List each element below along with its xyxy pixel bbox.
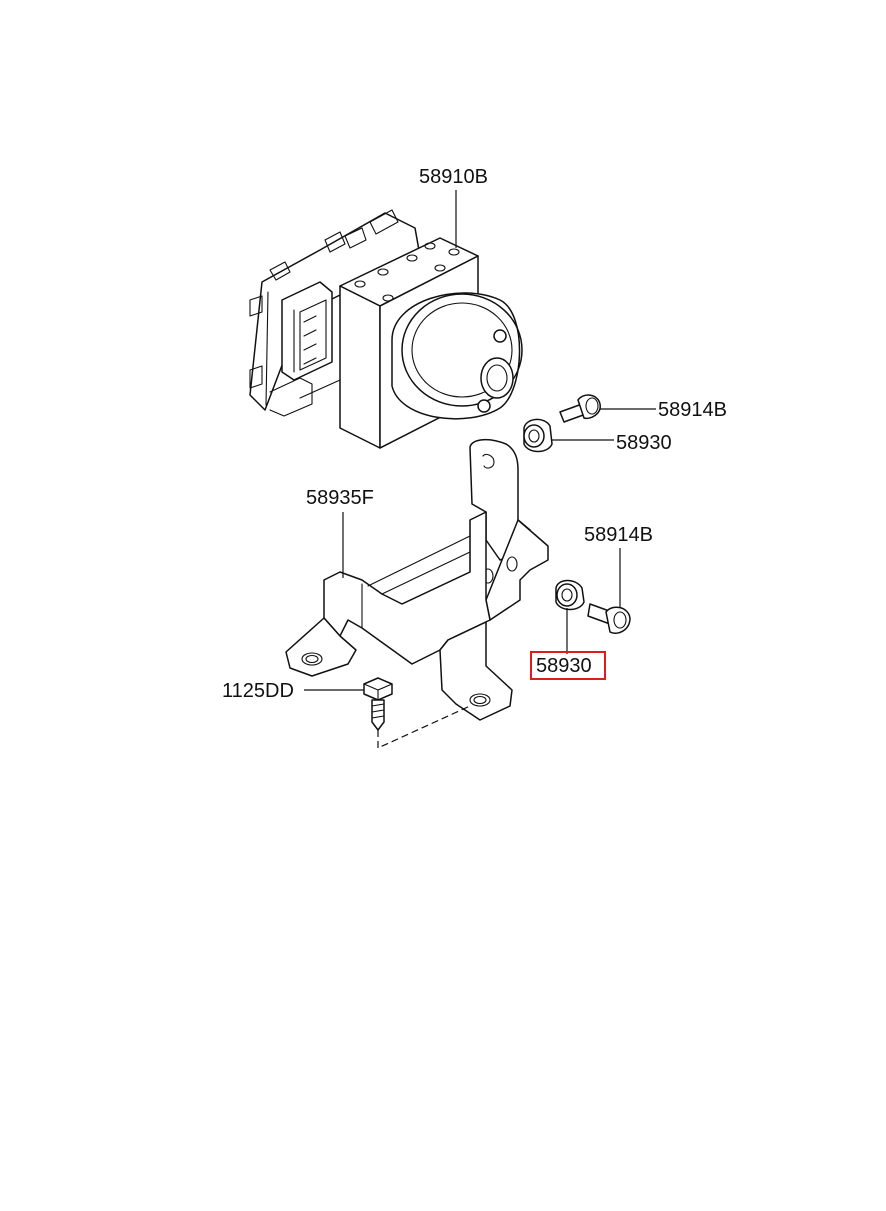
lower-bolt-illustration bbox=[587, 603, 631, 634]
callout-58914b-upper[interactable]: 58914B bbox=[658, 399, 727, 421]
callout-58935f[interactable]: 58935F bbox=[306, 487, 374, 509]
callout-58910b[interactable]: 58910B bbox=[419, 166, 488, 188]
install-dashed-line bbox=[377, 705, 471, 749]
bracket-illustration bbox=[285, 438, 549, 721]
highlight-box bbox=[530, 651, 606, 680]
callout-1125dd[interactable]: 1125DD bbox=[222, 680, 294, 702]
lower-bushing-illustration bbox=[555, 579, 585, 611]
callout-58930-upper[interactable]: 58930 bbox=[616, 432, 672, 454]
upper-bolt-illustration bbox=[559, 394, 601, 423]
callout-58930-lower[interactable]: 58930 bbox=[536, 655, 592, 677]
hecu-module-illustration bbox=[249, 209, 523, 449]
mount-bolt-illustration bbox=[363, 677, 393, 731]
upper-bushing-illustration bbox=[523, 418, 553, 453]
callout-58914b-lower[interactable]: 58914B bbox=[584, 524, 653, 546]
